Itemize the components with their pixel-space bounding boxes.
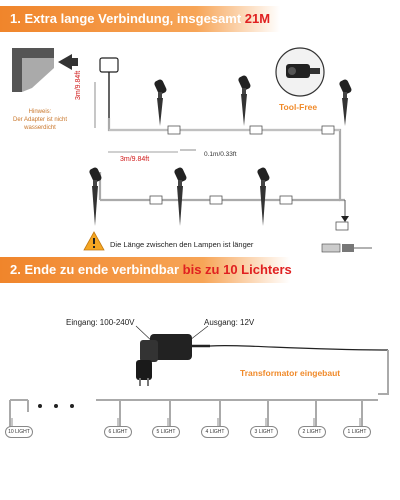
spotlight-bottom-2 bbox=[174, 167, 187, 226]
dimension-lines bbox=[94, 82, 196, 153]
spotlight-bottom-3 bbox=[257, 167, 270, 226]
section2-banner: 2. Ende zu ende verbindbar bis zu 10 Lic… bbox=[0, 257, 292, 283]
cable-length-horizontal: 3m/9.84ft bbox=[120, 156, 150, 163]
light-label-1: 1 LIGHT bbox=[343, 426, 371, 438]
section1-title: 1. Extra lange Verbindung, insgesamt bbox=[10, 11, 245, 26]
cable-length-vertical: 3m/9.84ft bbox=[75, 70, 82, 100]
warning-text: Die Länge zwischen den Lampen ist länger bbox=[110, 240, 254, 249]
end-connector-icon bbox=[321, 200, 372, 253]
spotlight-top-2 bbox=[238, 75, 251, 126]
input-voltage-label: Eingang: 100-240V bbox=[66, 318, 135, 327]
section1-banner: 1. Extra lange Verbindung, insgesamt 21M bbox=[0, 6, 280, 32]
connectors bbox=[149, 125, 349, 231]
transformer-label: Transformator eingebaut bbox=[240, 368, 341, 378]
light-label-10: 10 LIGHT bbox=[5, 426, 33, 438]
spotlight-top-1 bbox=[154, 79, 167, 126]
spotlight-bottom-1 bbox=[89, 167, 102, 226]
adapter-note: Hinweis: Der Adapter ist nicht wasserdic… bbox=[12, 109, 68, 131]
tool-free-label: Tool-Free bbox=[279, 102, 318, 112]
connection-diagram bbox=[12, 47, 372, 253]
output-voltage-label: Ausgang: 12V bbox=[204, 318, 255, 327]
section2-title-highlight: bis zu 10 Lichters bbox=[182, 262, 292, 277]
light-label-5: 5 LIGHT bbox=[152, 426, 180, 438]
warning-icon bbox=[83, 231, 105, 251]
spotlight-top-3 bbox=[339, 79, 352, 126]
light-label-6: 6 LIGHT bbox=[104, 426, 132, 438]
power-plug-icon bbox=[99, 57, 119, 118]
drop-cables bbox=[9, 400, 363, 428]
section2-title: 2. Ende zu ende verbindbar bbox=[10, 262, 183, 277]
section1-title-highlight: 21M bbox=[244, 11, 271, 26]
tool-free-knob-icon bbox=[275, 47, 325, 97]
cable-length-short: 0.1m/0.33ft bbox=[204, 151, 237, 158]
light-label-3: 3 LIGHT bbox=[250, 426, 278, 438]
light-label-4: 4 LIGHT bbox=[201, 426, 229, 438]
adapter-icon bbox=[12, 48, 78, 92]
light-label-2: 2 LIGHT bbox=[298, 426, 326, 438]
transformer-plug-icon bbox=[136, 334, 389, 386]
